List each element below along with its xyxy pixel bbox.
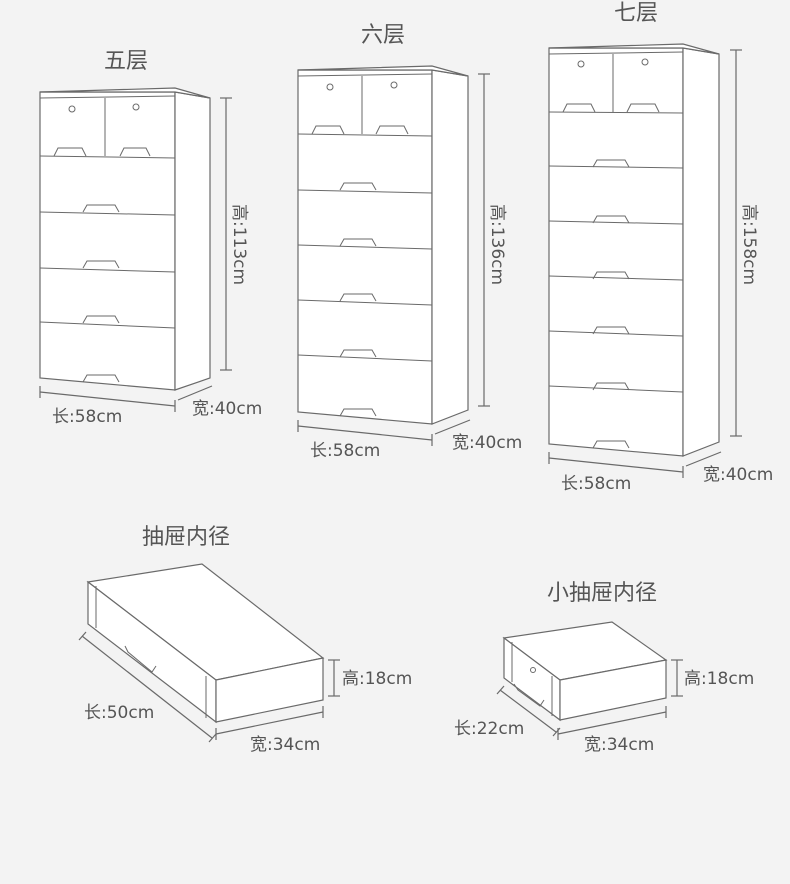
length-label: 长:58cm xyxy=(561,474,631,494)
drawer-title: 小抽屉内径 xyxy=(547,581,657,606)
length-label: 长:58cm xyxy=(52,407,122,427)
width-label: 宽:34cm xyxy=(584,735,654,755)
cabinet-seven-tier: 七层 高:158cm 长:58cm 宽:40cm xyxy=(548,1,773,494)
height-label: 高:113cm xyxy=(229,204,249,285)
height-label: 高:136cm xyxy=(487,204,507,285)
length-label: 长:50cm xyxy=(84,703,154,723)
width-label: 宽:40cm xyxy=(192,399,262,419)
large-drawer: 抽屉内径 高:18cm 长:50cm 宽:34cm xyxy=(78,525,412,755)
width-label: 宽:40cm xyxy=(452,433,522,453)
height-label: 高:18cm xyxy=(684,669,754,689)
cabinet-title: 七层 xyxy=(614,1,658,26)
length-label: 长:22cm xyxy=(454,719,524,739)
small-drawer: 小抽屉内径 高:18cm 长:22cm 宽:34cm xyxy=(454,581,754,755)
width-label: 宽:40cm xyxy=(703,465,773,485)
width-label: 宽:34cm xyxy=(250,735,320,755)
cabinet-five-tier: 五层 高:113cm 长:58cm 宽:40cm xyxy=(39,49,262,427)
drawer-title: 抽屉内径 xyxy=(142,525,230,550)
height-label: 高:158cm xyxy=(739,204,759,285)
cabinet-title: 五层 xyxy=(104,49,148,74)
length-label: 长:58cm xyxy=(310,441,380,461)
cabinet-six-tier: 六层 高:136cm 长:58cm 宽:40cm xyxy=(297,23,522,461)
height-label: 高:18cm xyxy=(342,669,412,689)
cabinet-title: 六层 xyxy=(361,23,405,48)
